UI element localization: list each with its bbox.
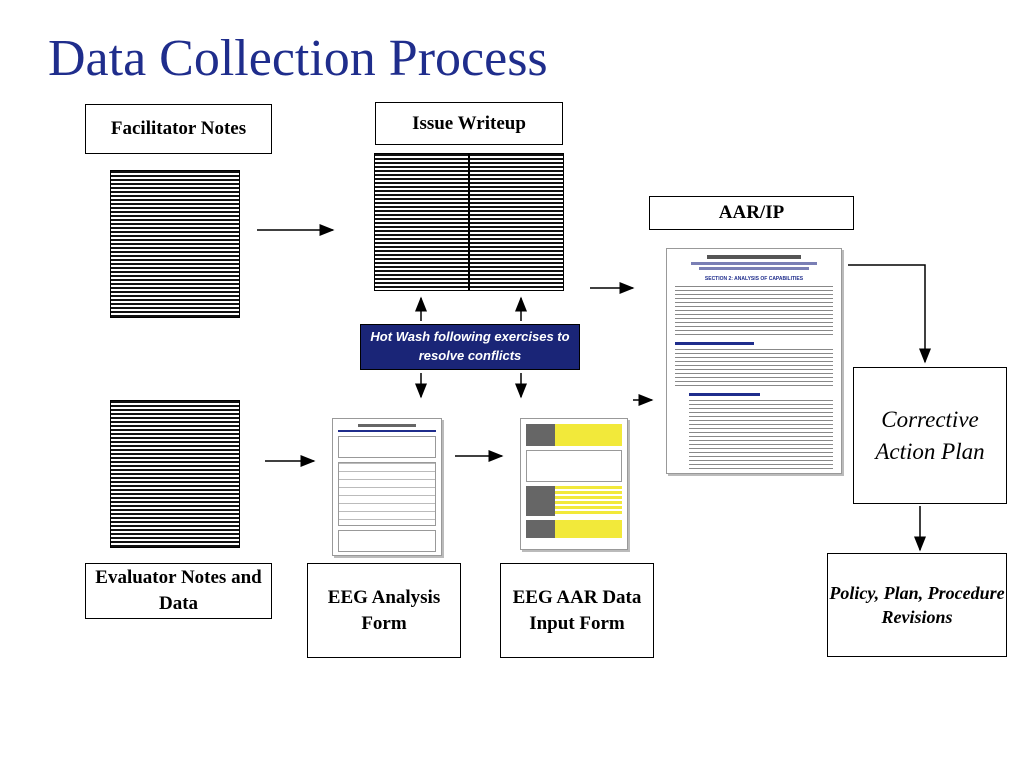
eeg-aar-form-image xyxy=(520,418,628,550)
facilitator-notes-image xyxy=(110,170,240,318)
issue-writeup-divider xyxy=(468,154,470,290)
aar-ip-label: AAR/IP xyxy=(718,202,785,224)
policy-revisions-label: Policy, Plan, Procedure Revisions xyxy=(829,582,1005,627)
issue-writeup-label: Issue Writeup xyxy=(412,112,526,134)
issue-writeup-image xyxy=(374,153,564,291)
hot-wash-box: Hot Wash following exercises to resolve … xyxy=(360,324,580,370)
policy-revisions-box: Policy, Plan, Procedure Revisions xyxy=(827,553,1007,657)
issue-writeup-box: Issue Writeup xyxy=(375,102,563,145)
arrow-aarip-to-cap xyxy=(848,264,931,364)
aar-ip-document-image: SECTION 2: ANALYSIS OF CAPABILITIES xyxy=(666,248,842,474)
page-title: Data Collection Process xyxy=(48,30,548,87)
facilitator-notes-label: Facilitator Notes xyxy=(110,118,247,140)
eeg-analysis-form-box: EEG Analysis Form xyxy=(307,563,461,658)
evaluator-notes-label: Evaluator Notes and Data xyxy=(95,567,262,614)
evaluator-notes-image xyxy=(110,400,240,548)
eeg-analysis-form-label: EEG Analysis Form xyxy=(327,586,441,634)
aar-ip-box: AAR/IP xyxy=(649,196,854,230)
hot-wash-label: Hot Wash following exercises to resolve … xyxy=(370,329,570,363)
evaluator-notes-box: Evaluator Notes and Data xyxy=(85,563,272,619)
eeg-analysis-form-image xyxy=(332,418,442,556)
corrective-action-plan-label: Corrective Action Plan xyxy=(875,407,985,464)
eeg-aar-form-box: EEG AAR Data Input Form xyxy=(500,563,654,658)
aar-section-heading: SECTION 2: ANALYSIS OF CAPABILITIES xyxy=(704,276,804,282)
eeg-aar-form-label: EEG AAR Data Input Form xyxy=(512,586,642,634)
corrective-action-plan-box: Corrective Action Plan xyxy=(853,367,1007,504)
facilitator-notes-box: Facilitator Notes xyxy=(85,104,272,154)
